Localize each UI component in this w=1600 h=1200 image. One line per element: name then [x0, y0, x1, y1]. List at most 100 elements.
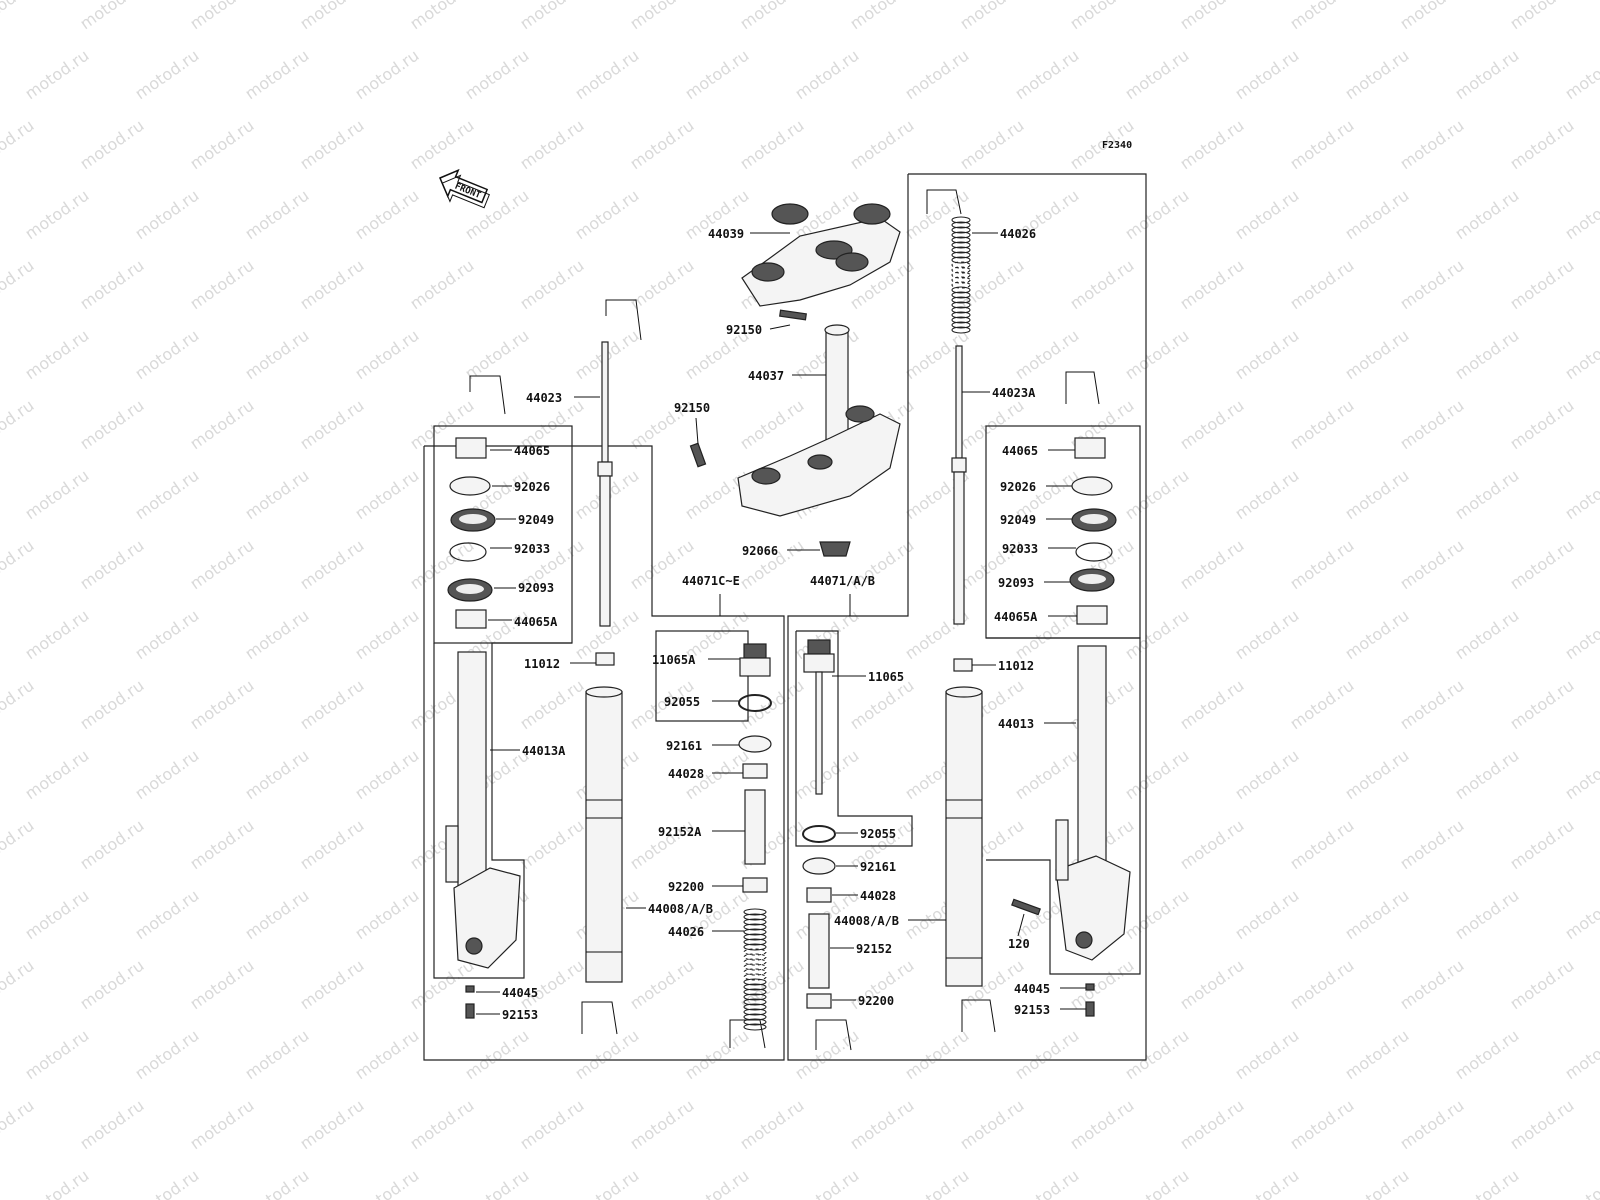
damper-rod-left	[597, 341, 613, 627]
right-internal-stack	[802, 857, 836, 1009]
watermark-text: motod.ru	[0, 256, 37, 314]
part-number-p92066: 92066	[742, 544, 778, 558]
watermark-text: motod.ru	[1396, 116, 1467, 174]
bolt-92150-mid	[689, 442, 707, 468]
watermark-text: motod.ru	[21, 1026, 92, 1084]
break-bracket	[581, 1001, 618, 1035]
watermark-text: motod.ru	[1231, 886, 1302, 944]
watermark-text: motod.ru	[1121, 186, 1192, 244]
part-number-p44039: 44039	[708, 227, 744, 241]
watermark-text: motod.ru	[0, 1096, 37, 1154]
watermark-text: motod.ru	[626, 0, 697, 33]
bolt-left	[465, 1003, 475, 1019]
watermark-text: motod.ru	[186, 0, 257, 33]
watermark-text: motod.ru	[21, 606, 92, 664]
watermark-text: motod.ru	[0, 116, 37, 174]
watermark-text: motod.ru	[1561, 606, 1600, 664]
watermark-text: motod.ru	[186, 816, 257, 874]
upper-triple-clamp	[741, 203, 901, 307]
watermark-text: motod.ru	[1396, 956, 1467, 1014]
watermark-text: motod.ru	[1561, 886, 1600, 944]
part-number-r11012: 11012	[998, 659, 1034, 673]
part-number-p44023A: 44023A	[992, 386, 1036, 400]
part-number-l44028: 44028	[668, 767, 704, 781]
watermark-text: motod.ru	[461, 1166, 532, 1200]
watermark-text: motod.ru	[736, 676, 807, 734]
watermark-text: motod.ru	[516, 1096, 587, 1154]
front-arrow-icon: FRONT	[439, 168, 490, 209]
watermark-text: motod.ru	[1121, 746, 1192, 804]
watermark-text: motod.ru	[1341, 466, 1412, 524]
outer-tube-left	[445, 651, 521, 969]
watermark-text: motod.ru	[1176, 816, 1247, 874]
watermark-text: motod.ru	[21, 326, 92, 384]
watermark-text: motod.ru	[1121, 886, 1192, 944]
watermark-text: motod.ru	[131, 326, 202, 384]
watermark-text: motod.ru	[241, 186, 312, 244]
watermark-text: motod.ru	[681, 46, 752, 104]
watermark-text: motod.ru	[1011, 1026, 1082, 1084]
watermark-text: motod.ru	[791, 1026, 862, 1084]
watermark-text: motod.ru	[516, 116, 587, 174]
part-number-p11065A: 11065A	[652, 653, 696, 667]
watermark-text: motod.ru	[1451, 886, 1522, 944]
watermark-text: motod.ru	[626, 116, 697, 174]
watermark-text: motod.ru	[956, 0, 1027, 33]
part-number-l92026: 92026	[514, 480, 550, 494]
watermark-text: motod.ru	[1176, 1096, 1247, 1154]
group-label-right: 44071/A/B	[810, 574, 875, 588]
watermark-text: motod.ru	[1396, 0, 1467, 33]
watermark-text: motod.ru	[241, 886, 312, 944]
fork-cap-right	[802, 639, 836, 843]
watermark-text: motod.ru	[846, 0, 917, 33]
bushing-right	[953, 658, 973, 672]
watermark-text: motod.ru	[131, 886, 202, 944]
watermark-text: motod.ru	[791, 746, 862, 804]
part-number-l92055: 92055	[664, 695, 700, 709]
watermark-text: motod.ru	[1121, 1026, 1192, 1084]
watermark-text: motod.ru	[76, 676, 147, 734]
cap-box-right	[795, 630, 913, 847]
right-assembly-frame	[787, 173, 1147, 1061]
watermark-text: motod.ru	[76, 0, 147, 33]
part-number-r92049: 92049	[1000, 513, 1036, 527]
part-number-p120: 120	[1008, 937, 1030, 951]
watermark-text: motod.ru	[1176, 0, 1247, 33]
watermark-text: motod.ru	[1286, 1096, 1357, 1154]
watermark-text: motod.ru	[901, 1026, 972, 1084]
watermark-text: motod.ru	[956, 256, 1027, 314]
watermark-text: motod.ru	[1396, 816, 1467, 874]
watermark-text: motod.ru	[571, 1166, 642, 1200]
watermark-text: motod.ru	[461, 46, 532, 104]
watermark-text: motod.ru	[241, 606, 312, 664]
watermark-text: motod.ru	[516, 956, 587, 1014]
watermark-text: motod.ru	[571, 1026, 642, 1084]
stem-lower-clamp	[737, 324, 901, 517]
watermark-text: motod.ru	[1176, 396, 1247, 454]
watermark-text: motod.ru	[1506, 956, 1577, 1014]
bolt-right	[1085, 1001, 1095, 1017]
watermark-text: motod.ru	[186, 396, 257, 454]
watermark-text: motod.ru	[1066, 956, 1137, 1014]
watermark-text: motod.ru	[461, 1026, 532, 1084]
part-number-l11012: 11012	[524, 657, 560, 671]
watermark-text: motod.ru	[241, 1026, 312, 1084]
watermark-text: motod.ru	[1561, 746, 1600, 804]
watermark-text: motod.ru	[736, 116, 807, 174]
watermark-text: motod.ru	[296, 536, 367, 594]
watermark-text: motod.ru	[131, 746, 202, 804]
watermark-text: motod.ru	[1506, 676, 1577, 734]
watermark-text: motod.ru	[76, 816, 147, 874]
leader-line	[769, 324, 791, 330]
watermark-text: motod.ru	[21, 1166, 92, 1200]
watermark-text: motod.ru	[1011, 746, 1082, 804]
watermark-text: motod.ru	[1066, 1096, 1137, 1154]
watermark-text: motod.ru	[186, 956, 257, 1014]
watermark-text: motod.ru	[516, 256, 587, 314]
left-tube-box	[433, 642, 572, 979]
watermark-text: motod.ru	[1396, 676, 1467, 734]
watermark-text: motod.ru	[186, 116, 257, 174]
part-number-r92033: 92033	[1002, 542, 1038, 556]
watermark-text: motod.ru	[1176, 536, 1247, 594]
watermark-text: motod.ru	[736, 0, 807, 33]
